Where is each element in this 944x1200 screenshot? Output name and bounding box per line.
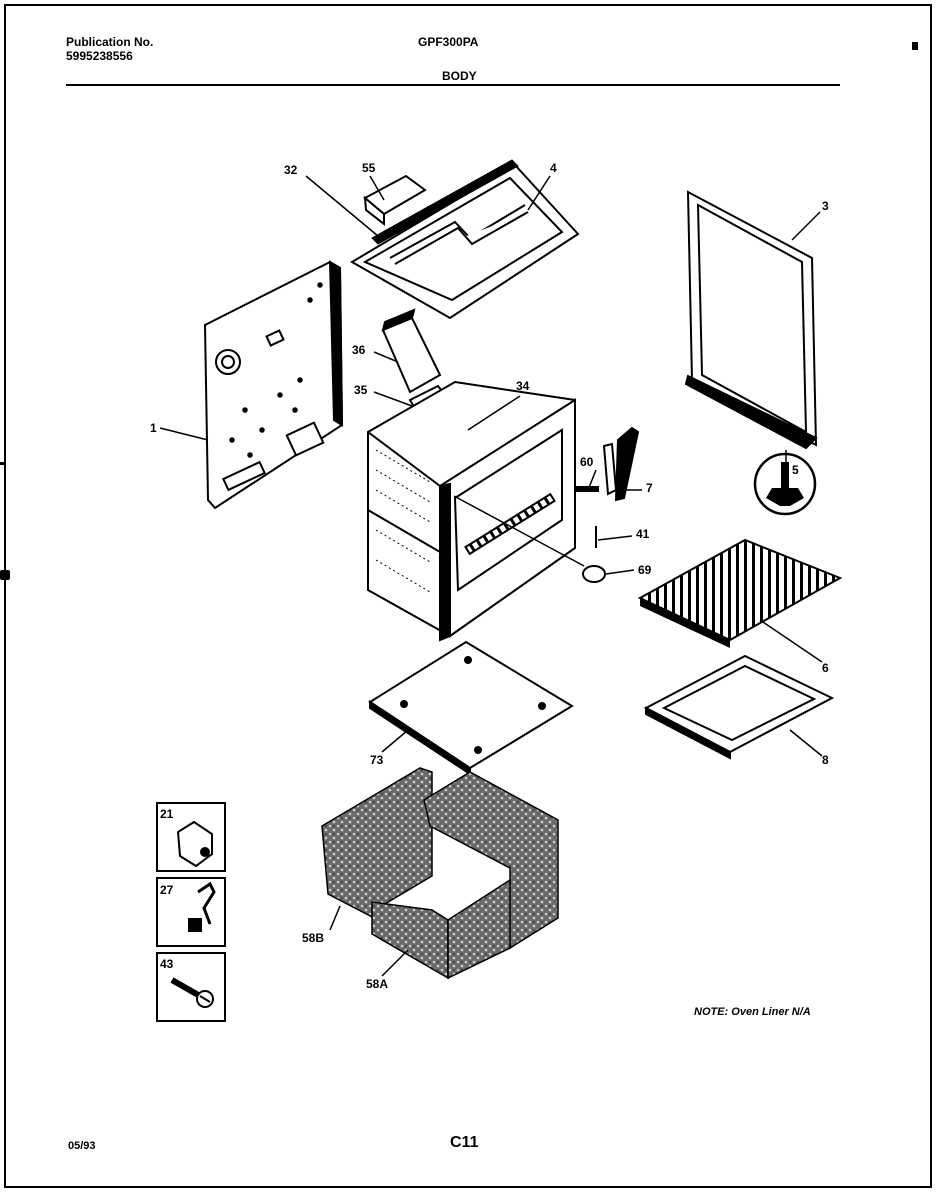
page-number: C11: [450, 1134, 479, 1151]
label-36: 36: [352, 343, 366, 357]
model-number: GPF300PA: [418, 35, 479, 49]
grommet: [582, 565, 606, 583]
publication-number: 5995238556: [66, 49, 133, 63]
edge-mark: [912, 42, 918, 50]
back-panel: [203, 260, 344, 510]
edge-mark: [0, 570, 10, 580]
valve-part: [575, 486, 599, 492]
oven-liner-note: NOTE: Oven Liner N/A: [694, 1006, 811, 1018]
label-34: 34: [516, 379, 530, 393]
label-21: 21: [160, 807, 174, 821]
vent-bracket: [363, 174, 427, 227]
label-35: 35: [354, 383, 368, 397]
broiler-pan: [643, 654, 835, 760]
hardware-box-21: [156, 802, 226, 872]
hardware-box-43: [156, 952, 226, 1022]
insulation-blanket: [321, 767, 559, 980]
label-60: 60: [580, 455, 594, 469]
broil-element-bracket: [602, 426, 640, 502]
oven-body: [367, 380, 576, 642]
label-43: 43: [160, 957, 174, 971]
label-3: 3: [822, 199, 829, 213]
label-58b: 58B: [302, 931, 324, 945]
header-rule: [66, 84, 840, 86]
oven-rack: [637, 538, 843, 648]
label-1: 1: [150, 421, 157, 435]
leader-lines: [305, 175, 823, 977]
bottom-panel: [368, 640, 574, 776]
side-panel: [684, 190, 818, 450]
label-73: 73: [370, 753, 384, 767]
label-6: 6: [822, 661, 829, 675]
page-border: [4, 4, 932, 1188]
edge-mark: [0, 462, 6, 465]
label-4: 4: [550, 161, 557, 175]
label-58a: 58A: [366, 977, 388, 991]
label-27: 27: [160, 883, 174, 897]
label-8: 8: [822, 753, 829, 767]
label-41: 41: [636, 527, 650, 541]
label-55: 55: [362, 161, 376, 175]
leveling-leg: [753, 452, 817, 516]
top-trim-strip: [371, 159, 519, 245]
publication-label: Publication No.: [66, 35, 154, 49]
section-title: BODY: [442, 69, 477, 83]
label-32: 32: [284, 163, 298, 177]
label-69: 69: [638, 563, 652, 577]
hardware-box-27: [156, 877, 226, 947]
footer-date: 05/93: [68, 1140, 96, 1152]
label-7: 7: [646, 481, 653, 495]
label-5: 5: [792, 463, 799, 477]
